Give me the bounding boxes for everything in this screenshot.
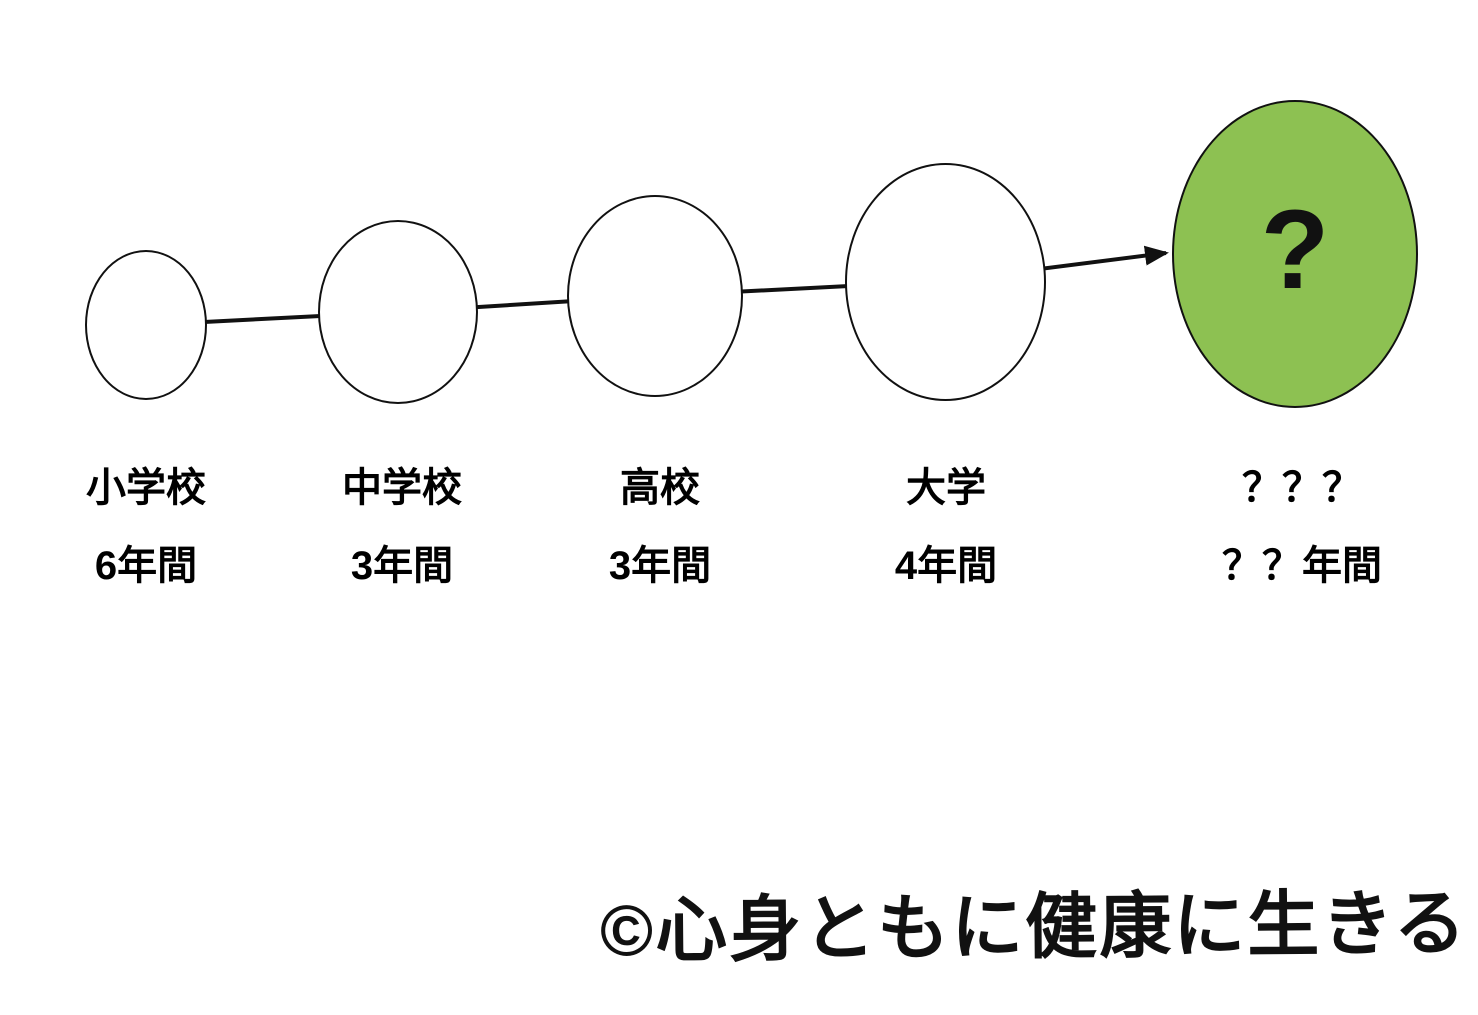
stage-circle-elementary [85,250,207,400]
stage-circle-junior-high [318,220,478,404]
stage-circle-university [845,163,1046,401]
stage-circle-unknown: ? [1172,100,1418,408]
stage-label-high-school: 高校 [620,466,700,510]
stage-label-university: 大学 [906,466,986,510]
stage-circle-high-school [567,195,743,397]
stage-label-elementary: 小学校 [86,466,206,510]
stage-duration-high-school: 3年間 [608,544,712,588]
stage-duration-unknown: ？？年間 [1222,544,1382,588]
credit-watermark: ©心身ともに健康に生きる [599,884,1469,972]
question-mark-text: ? [1260,187,1330,312]
stage-duration-elementary: 6年間 [94,544,198,588]
stage-label-unknown: ？？？ [1242,466,1362,510]
stage-duration-junior-high: 3年間 [350,544,454,588]
stage-label-junior-high: 中学校 [342,466,462,510]
stage-duration-university: 4年間 [894,544,998,588]
